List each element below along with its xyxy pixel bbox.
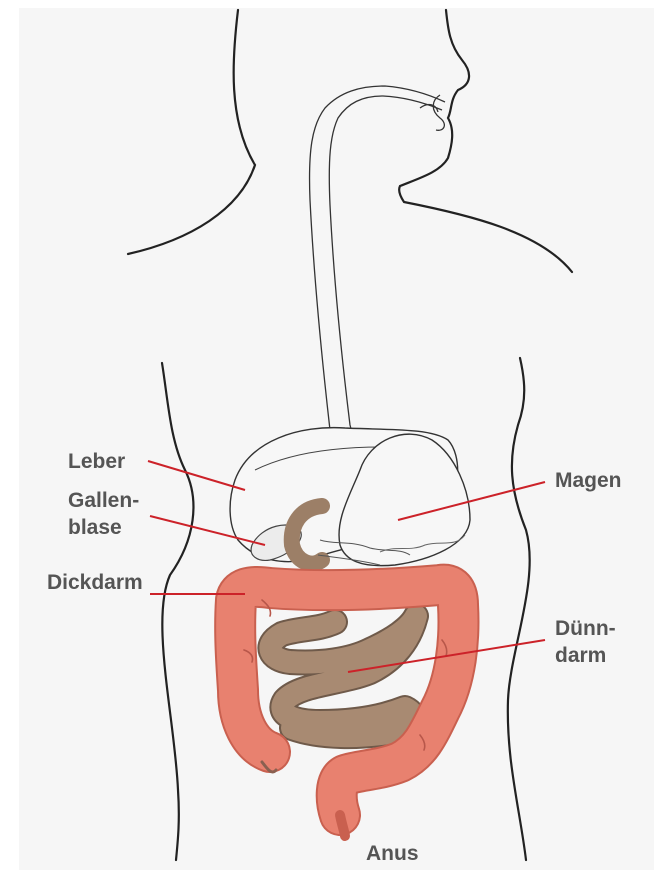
face-profile-outline	[399, 10, 572, 272]
label-gallenblase-line1: Gallen-	[68, 490, 139, 512]
label-duenndarm-line1: Dünn-	[555, 618, 616, 640]
small-intestine	[270, 616, 416, 736]
label-dickdarm: Dickdarm	[47, 572, 143, 594]
rectum	[340, 815, 345, 836]
leader-line-leber	[148, 461, 245, 490]
label-gallenblase-line2: blase	[68, 517, 122, 539]
label-leber: Leber	[68, 451, 125, 473]
label-magen: Magen	[555, 470, 622, 492]
torso-right-outline	[508, 358, 530, 860]
esophagus	[310, 86, 445, 480]
esophagus-outer-wall	[310, 86, 445, 480]
esophagus-inner-wall	[329, 96, 442, 462]
torso-left-outline	[162, 363, 193, 860]
head-back-outline	[128, 10, 255, 254]
label-anus: Anus	[366, 843, 419, 865]
label-duenndarm-line2: darm	[555, 645, 606, 667]
